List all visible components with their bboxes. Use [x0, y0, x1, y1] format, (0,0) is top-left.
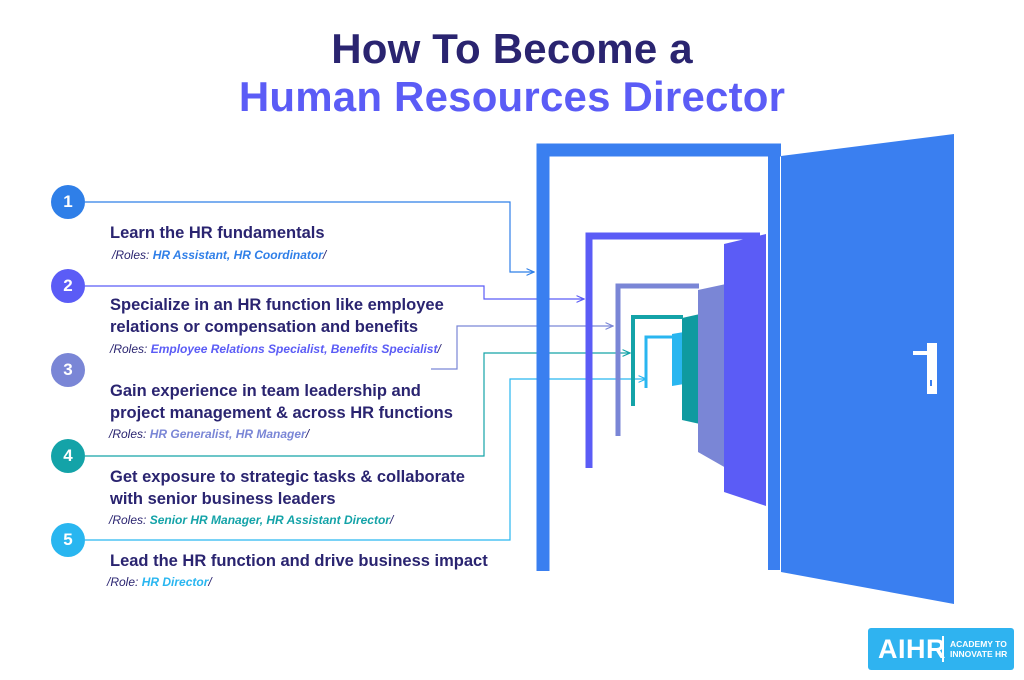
step-4-title-line-1: Get exposure to strategic tasks & collab…: [110, 468, 465, 486]
connector-step-3: [431, 326, 613, 370]
step-number-2: 2: [51, 269, 85, 303]
connector-step-5: [85, 379, 646, 541]
step-5-role-names: HR Director: [141, 575, 209, 589]
door-panel-2: [724, 234, 766, 506]
page-title-line-1: How To Become a: [331, 25, 693, 72]
step-2-roles: /Roles: Employee Relations Specialist, B…: [110, 342, 441, 356]
door-frame-3: [615, 283, 699, 436]
connector-step-2: [85, 285, 584, 299]
door-frame-1: [536, 143, 781, 571]
step-1-title: Learn the HR fundamentals: [110, 224, 325, 242]
step-number-1: 1: [51, 185, 85, 219]
step-3-title-line-2: project management & across HR functions: [110, 404, 453, 422]
door-frame-2: [585, 232, 760, 468]
step-4-roles: /Roles: Senior HR Manager, HR Assistant …: [109, 513, 394, 527]
logo-separator: [942, 636, 944, 662]
door-handle-icon: [913, 351, 930, 355]
step-4-role-names: Senior HR Manager, HR Assistant Director: [149, 513, 390, 527]
door-panel-5: [672, 332, 684, 386]
door-handle-plate: [927, 343, 937, 394]
connector-step-1: [85, 201, 534, 272]
aihr-logo-word: AIHR: [878, 634, 946, 664]
step-2-title-line-1: Specialize in an HR function like employ…: [110, 296, 444, 314]
connector-step-4: [85, 353, 630, 457]
door-panel-4: [682, 314, 700, 424]
door-jamb: [768, 150, 780, 570]
step-number-4: 4: [51, 439, 85, 473]
step-4-title-line-2: with senior business leaders: [110, 490, 336, 508]
step-3-title-line-1: Gain experience in team leadership and: [110, 382, 421, 400]
step-2-title-line-2: relations or compensation and benefits: [110, 318, 419, 336]
step-3-role-names: HR Generalist, HR Manager: [149, 427, 306, 441]
step-3-roles: /Roles: HR Generalist, HR Manager/: [109, 427, 310, 441]
step-1-roles: /Roles: HR Assistant, HR Coordinator/: [112, 248, 327, 262]
step-5-title: Lead the HR function and drive business …: [110, 552, 488, 570]
step-2-role-names: Employee Relations Specialist, Benefits …: [150, 342, 438, 356]
door-frame-4: [631, 315, 683, 406]
page-title-line-2: Human Resources Director: [238, 73, 786, 120]
aihr-logo: AIHR ACADEMY TO INNOVATE HR: [868, 628, 1014, 670]
step-number-5: 5: [51, 523, 85, 557]
door-leaf: [781, 134, 954, 604]
step-5-roles: /Role: HR Director/: [107, 575, 212, 589]
step-1-role-names: HR Assistant, HR Coordinator: [152, 248, 323, 262]
aihr-logo-tagline: ACADEMY TO INNOVATE HR: [950, 639, 1008, 659]
step-number-3: 3: [51, 353, 85, 387]
door-panel-3: [698, 284, 726, 468]
door-frame-5: [644, 335, 673, 388]
